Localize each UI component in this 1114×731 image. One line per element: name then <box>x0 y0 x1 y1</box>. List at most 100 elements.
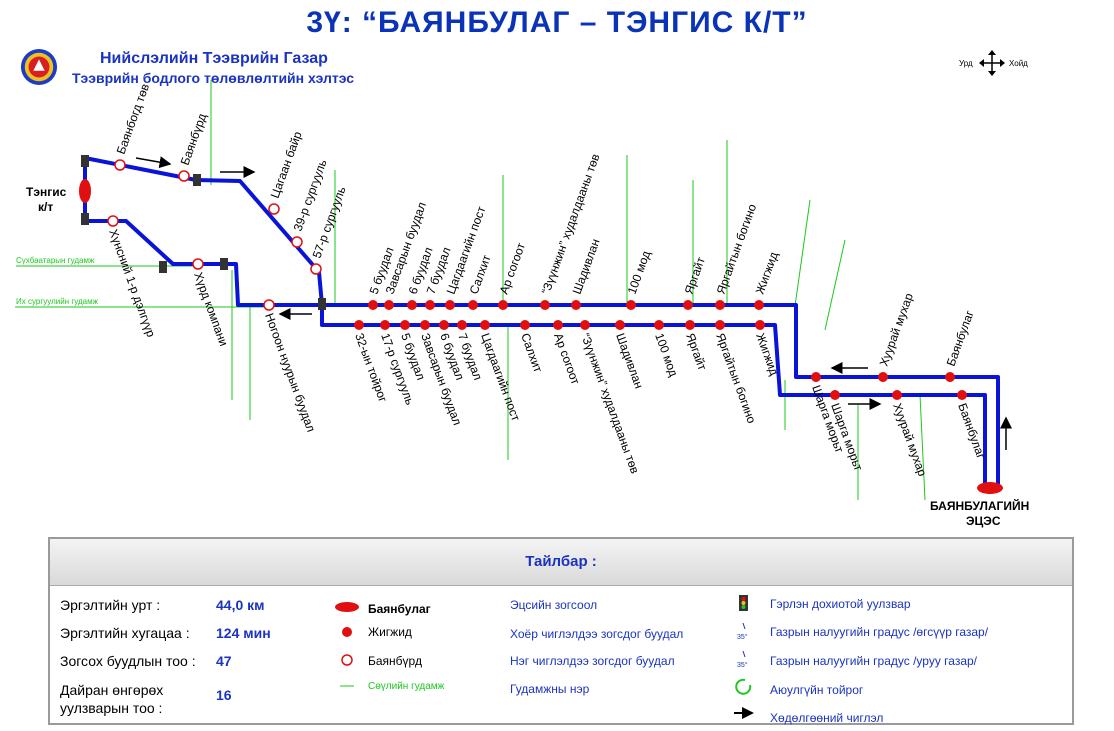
legend-traffic-light: Гэрлэн дохиотой уулзвар <box>770 597 911 611</box>
upper-stop-marker[interactable] <box>754 300 764 310</box>
street-label-university: Их сургуулийн гудамж <box>16 297 99 306</box>
org-department: Тээврийн бодлого төлөвлөлтийн хэлтэс <box>72 70 355 86</box>
legend-header: Тайлбар : <box>50 539 1072 586</box>
lower-stop-marker[interactable] <box>654 320 664 330</box>
lower-stop-marker[interactable] <box>553 320 563 330</box>
lower-stop-marker[interactable] <box>520 320 530 330</box>
stat-stops-value: 47 <box>216 653 232 669</box>
lower-stop-marker[interactable] <box>892 390 902 400</box>
compass-icon: Урд Хойд <box>959 50 1028 76</box>
legend-terminal-desc: Эцсийн зогсоол <box>510 598 598 612</box>
direction-arrows <box>135 156 1012 450</box>
lower-stop-marker[interactable] <box>354 320 364 330</box>
upper-stop-label: Баянбүрд <box>178 112 210 167</box>
upper-stop-label: Шадивлан <box>570 237 603 296</box>
symbol-terminal-example: Баянбулаг <box>368 602 431 616</box>
upper-stop-marker[interactable] <box>384 300 394 310</box>
lower-stop-marker[interactable] <box>457 320 467 330</box>
legend-two-way-desc: Хоёр чиглэлдээ зогсдог буудал <box>510 627 684 641</box>
terminal-tengis[interactable] <box>79 179 91 203</box>
stat-crossings-label: Дайран өнгөрөх уулзварын тоо : <box>60 682 164 716</box>
lower-stop-marker[interactable] <box>715 320 725 330</box>
traffic-light-icons <box>81 155 326 310</box>
legend-street-desc: Гудамжны нэр <box>510 682 590 696</box>
upper-stop-marker[interactable] <box>368 300 378 310</box>
lower-stop-label: Салхит <box>518 331 545 374</box>
lower-stop-marker[interactable] <box>107 215 119 227</box>
upper-stop-marker[interactable] <box>114 159 126 171</box>
svg-text:35°: 35° <box>737 661 748 669</box>
lower-stop-marker[interactable] <box>580 320 590 330</box>
svg-text:35°: 35° <box>737 633 748 641</box>
upper-stop-marker[interactable] <box>445 300 455 310</box>
upper-stop-marker[interactable] <box>310 263 322 275</box>
legend-roundabout: Аюулгүйн тойрог <box>770 683 864 697</box>
lower-stop-marker[interactable] <box>685 320 695 330</box>
upper-stop-marker[interactable] <box>425 300 435 310</box>
lower-stop-marker[interactable] <box>957 390 967 400</box>
legend-slope-down: Газрын налуугийн градус /уруу газар/ <box>770 654 978 668</box>
upper-stop-marker[interactable] <box>540 300 550 310</box>
lower-stop-marker[interactable] <box>830 390 840 400</box>
upper-stop-marker[interactable] <box>498 300 508 310</box>
upper-stop-marker[interactable] <box>945 372 955 382</box>
lower-stop-label: 100 мод <box>652 331 681 378</box>
legend-direction: Хөдөлгөөний чиглэл <box>770 711 884 725</box>
stat-crossings-value: 16 <box>216 687 232 703</box>
upper-stop-marker[interactable] <box>571 300 581 310</box>
lower-stop-marker[interactable] <box>420 320 430 330</box>
upper-stop-label: “Зүүнжин” худалдааны төв <box>539 152 603 296</box>
streets <box>15 80 926 501</box>
upper-stop-marker[interactable] <box>291 236 303 248</box>
upper-stop-marker[interactable] <box>811 372 821 382</box>
symbol-one-way-example: Баянбүрд <box>368 654 422 668</box>
lower-stop-label: Шадивлан <box>613 331 646 390</box>
upper-stop-marker[interactable] <box>715 300 725 310</box>
lower-stop-label: Яргайтын богино <box>713 331 759 425</box>
lower-stop-label: Хуурай мухар <box>890 401 929 478</box>
lower-stop-label: Яргайт <box>683 331 709 372</box>
upper-stop-marker[interactable] <box>178 170 190 182</box>
upper-stop-marker[interactable] <box>878 372 888 382</box>
upper-stop-label: Цагаан байр <box>268 129 305 200</box>
upper-stop-label: Хуурай мухар <box>877 291 916 368</box>
upper-stop-label: Баянбогд төв <box>114 82 152 156</box>
slope-down-icon <box>742 650 746 658</box>
lower-stop-marker[interactable] <box>263 299 275 311</box>
legend-slope-up: Газрын налуугийн градус /өгсүүр газар/ <box>770 625 989 639</box>
route-title: 3Ү: “БАЯНБУЛАГ – ТЭНГИС К/Т” <box>306 6 808 39</box>
street-label-sukhbaatar: Сүхбаатарын гудамж <box>16 256 95 265</box>
roundabout-icon <box>735 678 752 695</box>
upper-stop-marker[interactable] <box>468 300 478 310</box>
upper-stop-label: Баянбулаг <box>944 308 977 368</box>
lower-stop-marker[interactable] <box>400 320 410 330</box>
compass-west: Урд <box>959 59 973 68</box>
symbol-street-example: Сөүлийн гудамж <box>368 681 445 692</box>
legend-panel: Тайлбар : Эргэлтийн урт : 44,0 км Эргэлт… <box>48 537 1074 725</box>
upper-stop-marker[interactable] <box>407 300 417 310</box>
lower-stop-label: Ногоон нуурын буудал <box>262 311 318 434</box>
lower-stop-marker[interactable] <box>439 320 449 330</box>
lower-stop-marker[interactable] <box>192 258 204 270</box>
terminal-bayanbulag[interactable] <box>977 482 1003 494</box>
stat-time-label: Эргэлтийн хугацаа : <box>60 625 190 641</box>
symbol-two-way-stop <box>342 627 352 637</box>
lower-stop-label: Хүрд компани <box>191 270 231 348</box>
lower-stop-marker[interactable] <box>480 320 490 330</box>
upper-stop-label: Яргайт <box>682 255 708 296</box>
lower-stop-marker[interactable] <box>755 320 765 330</box>
upper-stop-label: 100 мод <box>625 249 654 296</box>
lower-stop-label: Цагдаагийн пост <box>478 331 523 423</box>
lower-stop-marker[interactable] <box>615 320 625 330</box>
upper-stop-marker[interactable] <box>268 203 280 215</box>
upper-stop-marker[interactable] <box>626 300 636 310</box>
route-line <box>83 156 1000 488</box>
legend-one-way-desc: Нэг чиглэлдээ зогсдог буудал <box>510 654 675 668</box>
stat-length-label: Эргэлтийн урт : <box>60 597 161 613</box>
upper-stop-marker[interactable] <box>683 300 693 310</box>
lower-stop-marker[interactable] <box>380 320 390 330</box>
upper-stop-label: Жигжид <box>753 250 781 296</box>
